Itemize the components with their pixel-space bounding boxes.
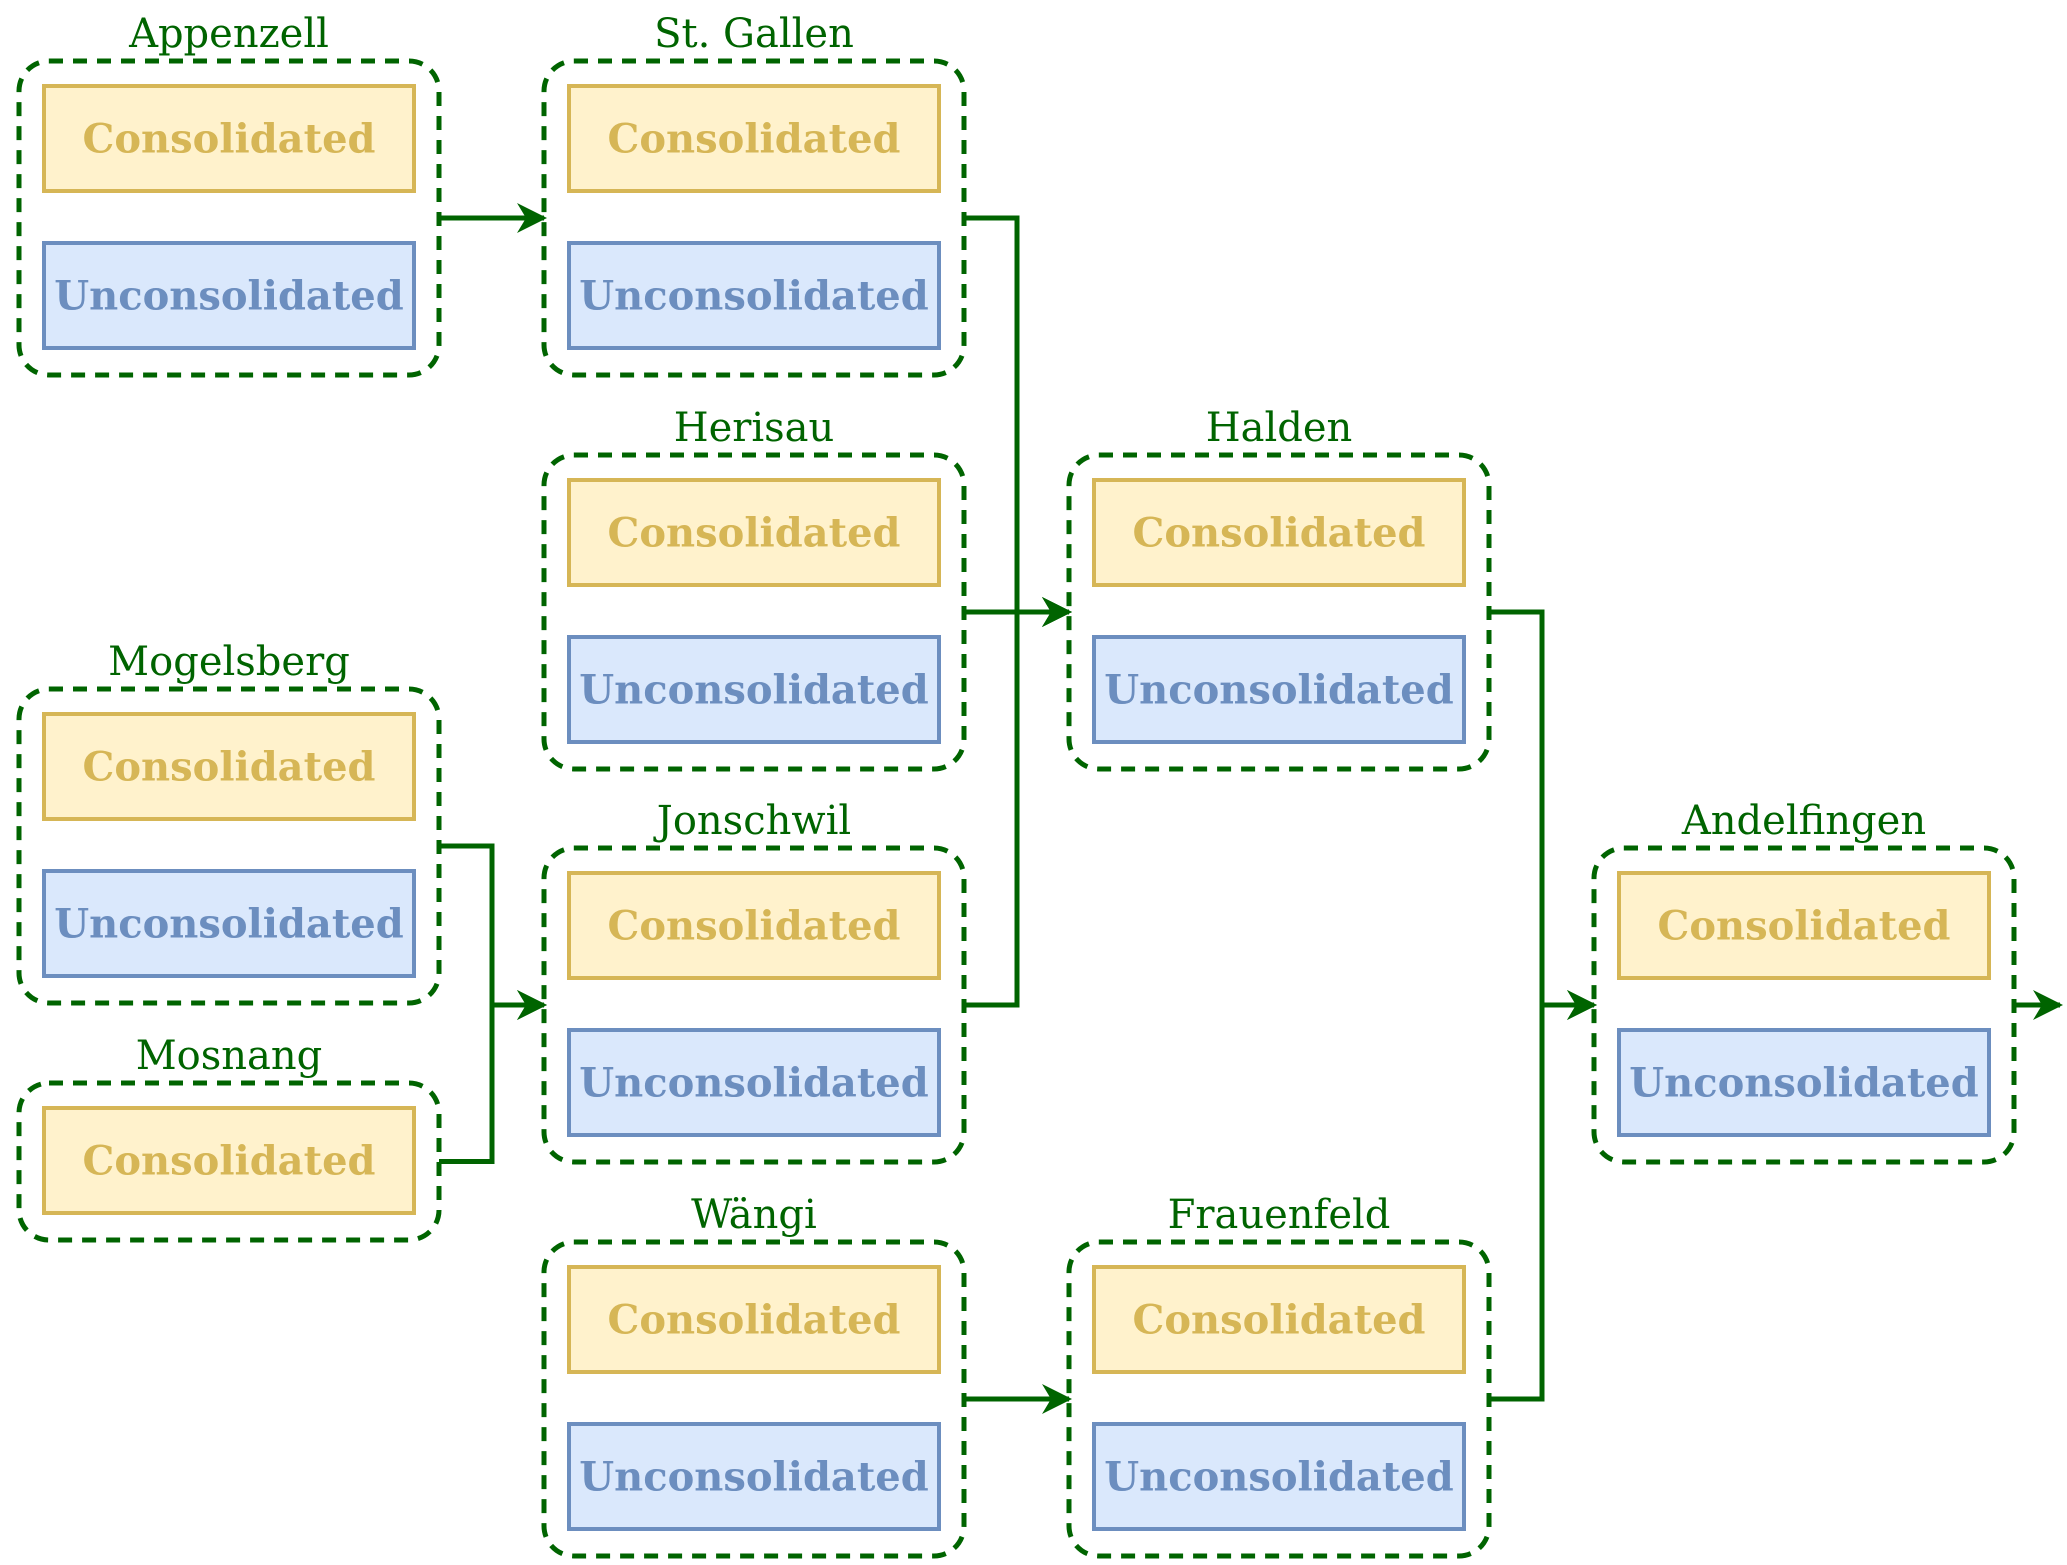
consolidated-label: Consolidated (1133, 510, 1426, 557)
consolidated-box-rect (567, 1265, 941, 1374)
consolidated-box-rect (567, 84, 941, 193)
unconsolidated-box[interactable]: Unconsolidated (567, 1028, 941, 1137)
edge-mogelsberg-to-jonschwil (439, 843, 547, 1020)
node-frame (16, 686, 442, 1006)
unconsolidated-box-rect (567, 635, 941, 744)
consolidated-label: Consolidated (83, 1138, 376, 1185)
consolidated-box-rect (42, 712, 416, 821)
unconsolidated-label: Unconsolidated (579, 1454, 928, 1501)
edges-layer (439, 203, 2063, 1414)
consolidated-box[interactable]: Consolidated (567, 478, 941, 587)
unconsolidated-label: Unconsolidated (1629, 1060, 1978, 1107)
unconsolidated-label: Unconsolidated (1104, 667, 1453, 714)
unconsolidated-box-rect (1617, 1028, 1991, 1137)
unconsolidated-box[interactable]: Unconsolidated (42, 869, 416, 978)
node-title: Andelfingen (1681, 798, 1926, 844)
edge-halden-to-andelfingen (1489, 609, 1597, 1020)
consolidated-box-rect (1092, 478, 1466, 587)
unconsolidated-box[interactable]: Unconsolidated (567, 1422, 941, 1531)
unconsolidated-box-rect (1092, 1422, 1466, 1531)
unconsolidated-box-rect (567, 1422, 941, 1531)
consolidated-box[interactable]: Consolidated (42, 84, 416, 193)
consolidated-label: Consolidated (608, 903, 901, 950)
unconsolidated-box-rect (1092, 635, 1466, 744)
node-title: Appenzell (128, 11, 329, 57)
unconsolidated-box[interactable]: Unconsolidated (42, 241, 416, 350)
edge-st-gallen-to-halden (964, 215, 1072, 627)
consolidated-box[interactable]: Consolidated (42, 712, 416, 821)
node-frame (16, 1080, 442, 1243)
consolidated-label: Consolidated (1133, 1297, 1426, 1344)
unconsolidated-box[interactable]: Unconsolidated (567, 241, 941, 350)
node-title: Frauenfeld (1168, 1192, 1391, 1238)
consolidated-box[interactable]: Consolidated (1617, 871, 1991, 980)
node-frame (541, 1239, 967, 1559)
node-title: St. Gallen (654, 11, 854, 57)
node-frame (16, 58, 442, 378)
node-title: Mosnang (136, 1033, 323, 1079)
node-frame (541, 845, 967, 1165)
consolidated-box[interactable]: Consolidated (567, 871, 941, 980)
consolidated-box[interactable]: Consolidated (1092, 478, 1466, 587)
unconsolidated-box[interactable]: Unconsolidated (1617, 1028, 1991, 1137)
unconsolidated-label: Unconsolidated (54, 901, 403, 948)
consolidated-label: Consolidated (608, 510, 901, 557)
edge-mosnang-to-jonschwil (439, 990, 547, 1164)
unconsolidated-box[interactable]: Unconsolidated (1092, 1422, 1466, 1531)
unconsolidated-label: Unconsolidated (579, 273, 928, 320)
node-title: Wängi (691, 1192, 817, 1238)
unconsolidated-box-rect (42, 241, 416, 350)
consolidated-label: Consolidated (83, 744, 376, 791)
consolidated-label: Consolidated (83, 116, 376, 163)
node-title: Halden (1206, 405, 1353, 451)
consolidated-box-rect (42, 84, 416, 193)
consolidated-box-rect (42, 1106, 416, 1215)
edge-jonschwil-to-halden (964, 597, 1072, 1008)
consolidated-label: Consolidated (608, 116, 901, 163)
node-frame (1066, 452, 1492, 772)
consolidated-box-rect (567, 478, 941, 587)
unconsolidated-box-rect (567, 1028, 941, 1137)
unconsolidated-box[interactable]: Unconsolidated (1092, 635, 1466, 744)
node-frame (541, 452, 967, 772)
consolidated-box[interactable]: Consolidated (567, 1265, 941, 1374)
consolidated-box[interactable]: Consolidated (1092, 1265, 1466, 1374)
consolidated-box[interactable]: Consolidated (567, 84, 941, 193)
node-title: Mogelsberg (108, 639, 350, 685)
unconsolidated-label: Unconsolidated (579, 1060, 928, 1107)
unconsolidated-label: Unconsolidated (579, 667, 928, 714)
unconsolidated-box-rect (42, 869, 416, 978)
consolidated-box-rect (1092, 1265, 1466, 1374)
unconsolidated-box-rect (567, 241, 941, 350)
consolidated-label: Consolidated (608, 1297, 901, 1344)
consolidated-box-rect (1617, 871, 1991, 980)
consolidated-box[interactable]: Consolidated (42, 1106, 416, 1215)
consolidated-box-rect (567, 871, 941, 980)
consolidated-label: Consolidated (1658, 903, 1951, 950)
edge-frauenfeld-to-andelfingen (1489, 990, 1597, 1402)
unconsolidated-label: Unconsolidated (1104, 1454, 1453, 1501)
node-title: Herisau (674, 405, 835, 451)
node-frame (1066, 1239, 1492, 1559)
unconsolidated-box[interactable]: Unconsolidated (567, 635, 941, 744)
node-frame (1591, 845, 2017, 1165)
node-title: Jonschwil (653, 798, 851, 844)
unconsolidated-label: Unconsolidated (54, 273, 403, 320)
node-frame (541, 58, 967, 378)
